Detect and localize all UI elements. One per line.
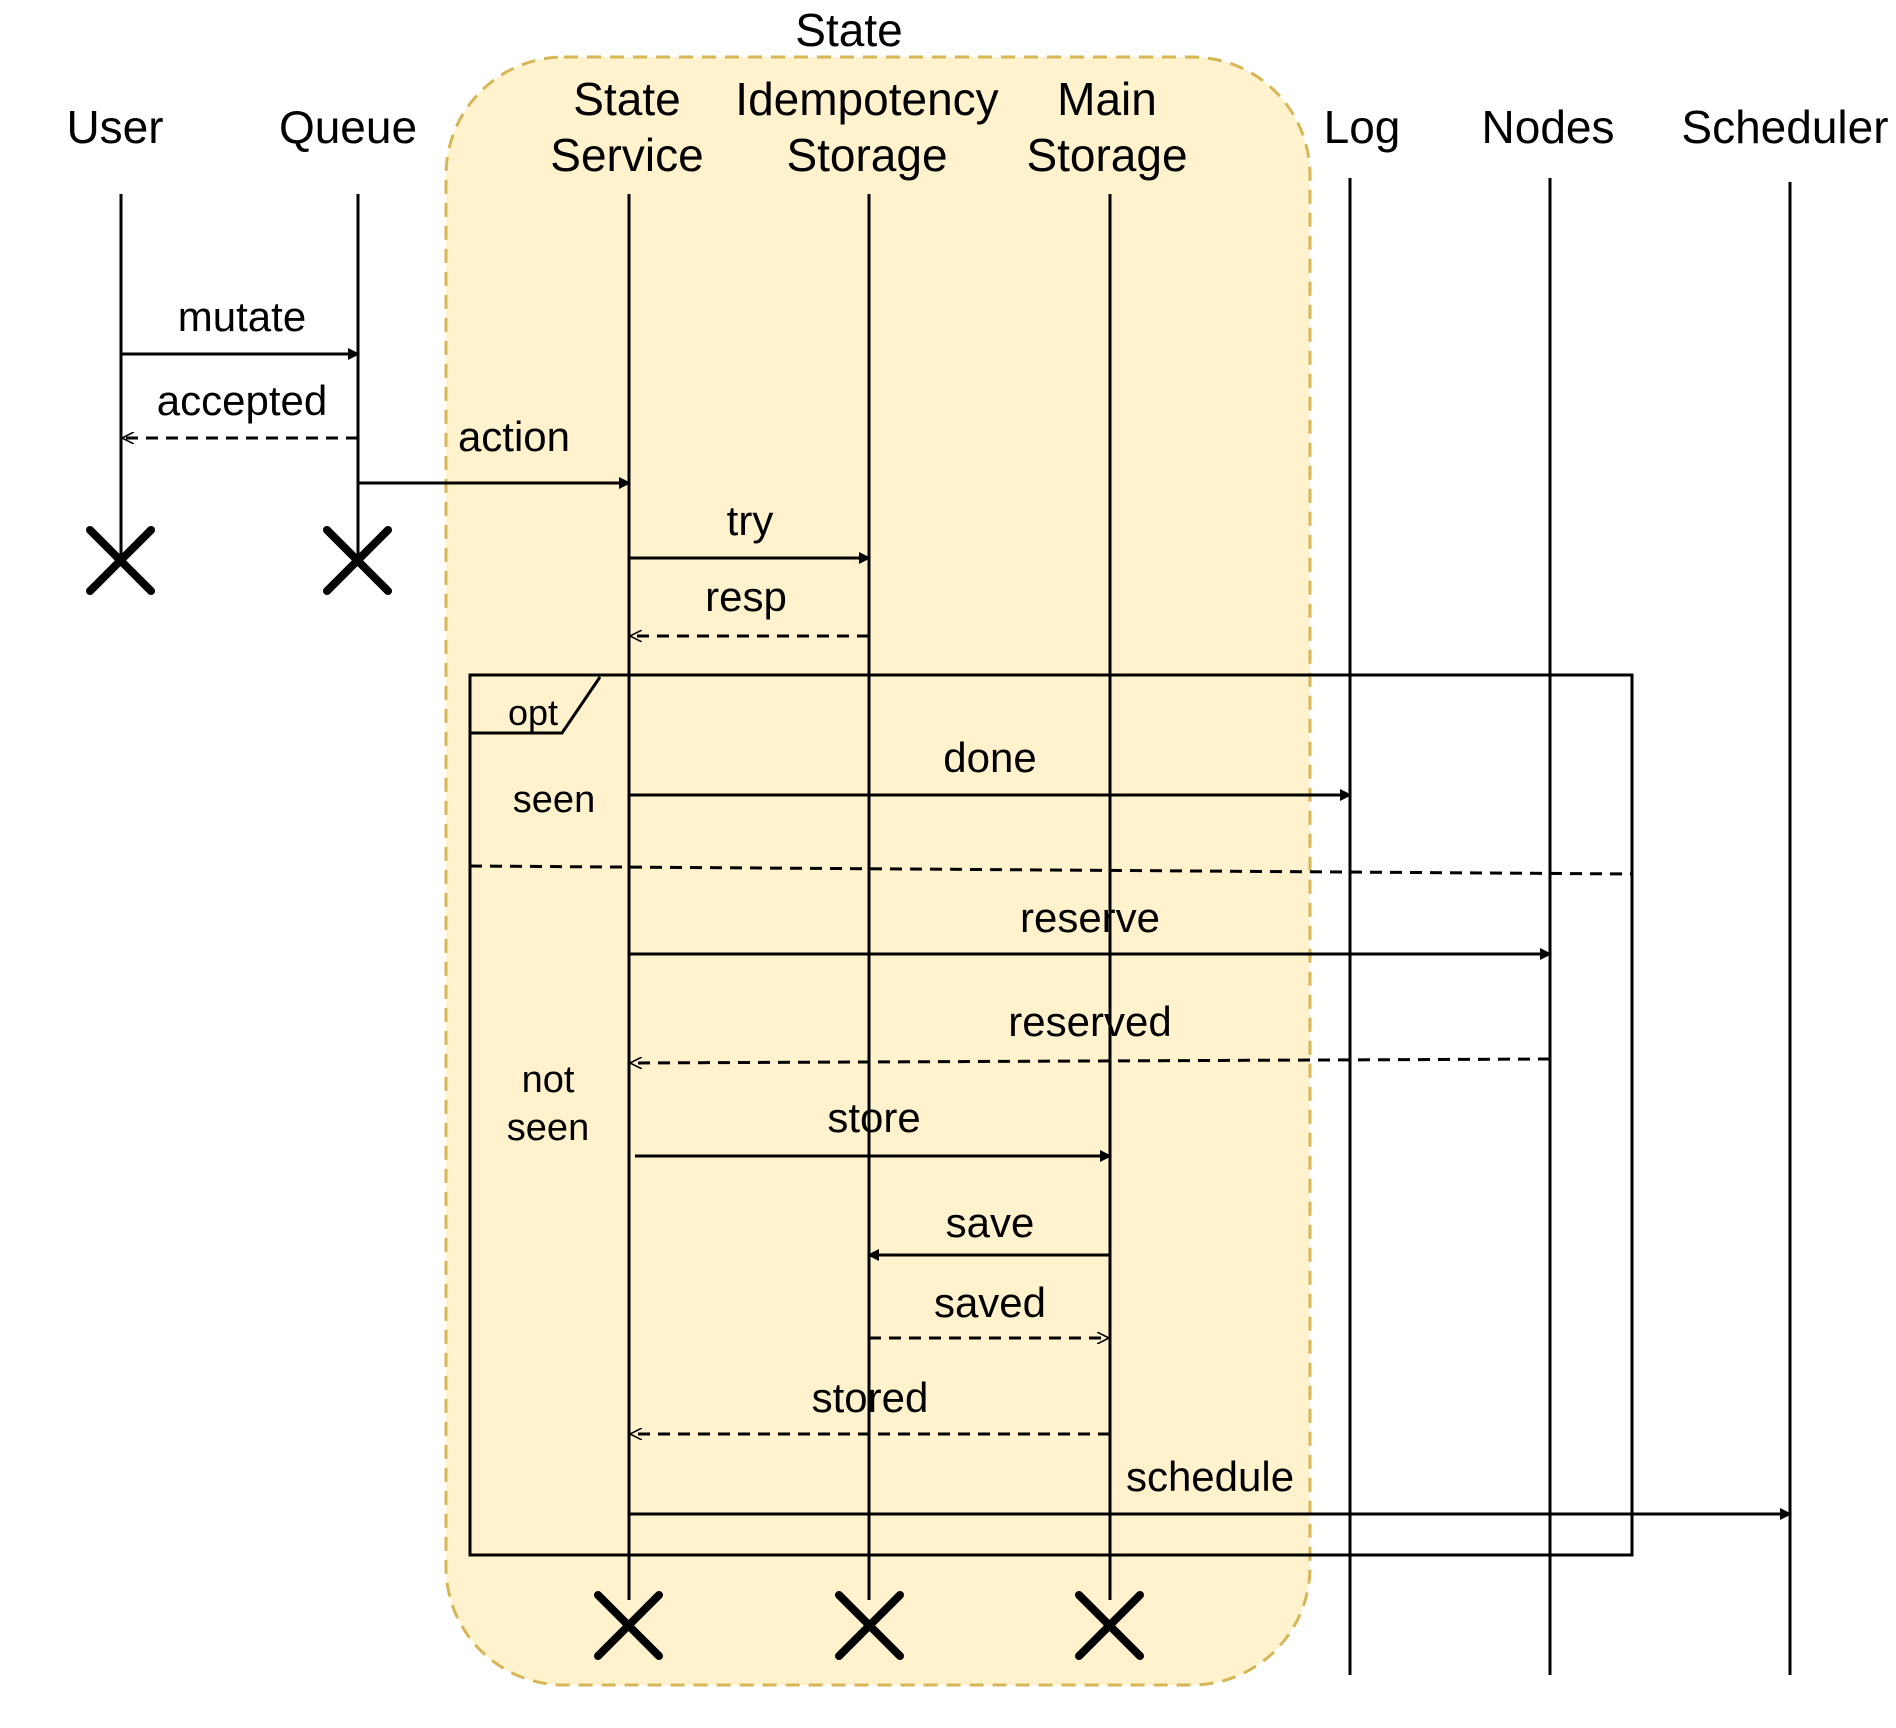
destroy-mark-state-service	[594, 1591, 663, 1660]
message-saved-label: saved	[934, 1279, 1046, 1326]
message-save-label: save	[946, 1199, 1035, 1246]
guard-not-seen-label-line2: seen	[507, 1107, 589, 1149]
message-action-label: action	[458, 413, 570, 460]
message-try-label: try	[727, 497, 774, 544]
participant-scheduler-label: Scheduler	[1681, 101, 1888, 153]
participant-state-service-label-line2: Service	[550, 129, 703, 181]
state-group-label: State	[795, 4, 902, 56]
guard-seen-label: seen	[513, 779, 595, 821]
message-schedule-label: schedule	[1126, 1453, 1294, 1500]
opt-fragment-tab	[470, 676, 602, 735]
opt-operand-separator	[469, 864, 1633, 876]
message-reserved-label: reserved	[1008, 998, 1171, 1045]
message-done-label: done	[943, 734, 1036, 781]
participant-user-label: User	[66, 101, 163, 153]
destroy-mark-queue	[323, 526, 392, 595]
opt-fragment-label: opt	[508, 692, 558, 733]
participant-idempotency-storage-label-line2: Storage	[786, 129, 947, 181]
guard-not-seen-label-line1: not	[522, 1059, 575, 1101]
destroy-mark-idempotency-storage	[835, 1591, 904, 1660]
message-reserved-arrow	[631, 1059, 1551, 1063]
destroy-mark-main-storage	[1075, 1591, 1144, 1660]
participant-queue-label: Queue	[279, 101, 417, 153]
state-group-box	[444, 55, 1312, 1687]
message-stored-label: stored	[812, 1374, 929, 1421]
message-reserve-label: reserve	[1020, 894, 1160, 941]
participant-nodes-label: Nodes	[1482, 101, 1615, 153]
opt-fragment-frame	[468, 673, 1634, 1557]
message-resp-label: resp	[705, 573, 787, 620]
participant-log-label: Log	[1324, 101, 1401, 153]
destroy-mark-user	[86, 526, 155, 595]
participant-main-storage-label-line2: Storage	[1026, 129, 1187, 181]
message-accepted-label: accepted	[157, 377, 327, 424]
message-mutate-label: mutate	[178, 293, 306, 340]
participant-state-service-label-line1: State	[573, 73, 680, 125]
message-store-label: store	[827, 1094, 920, 1141]
participant-idempotency-storage-label-line1: Idempotency	[735, 73, 998, 125]
participant-main-storage-label-line1: Main	[1057, 73, 1157, 125]
